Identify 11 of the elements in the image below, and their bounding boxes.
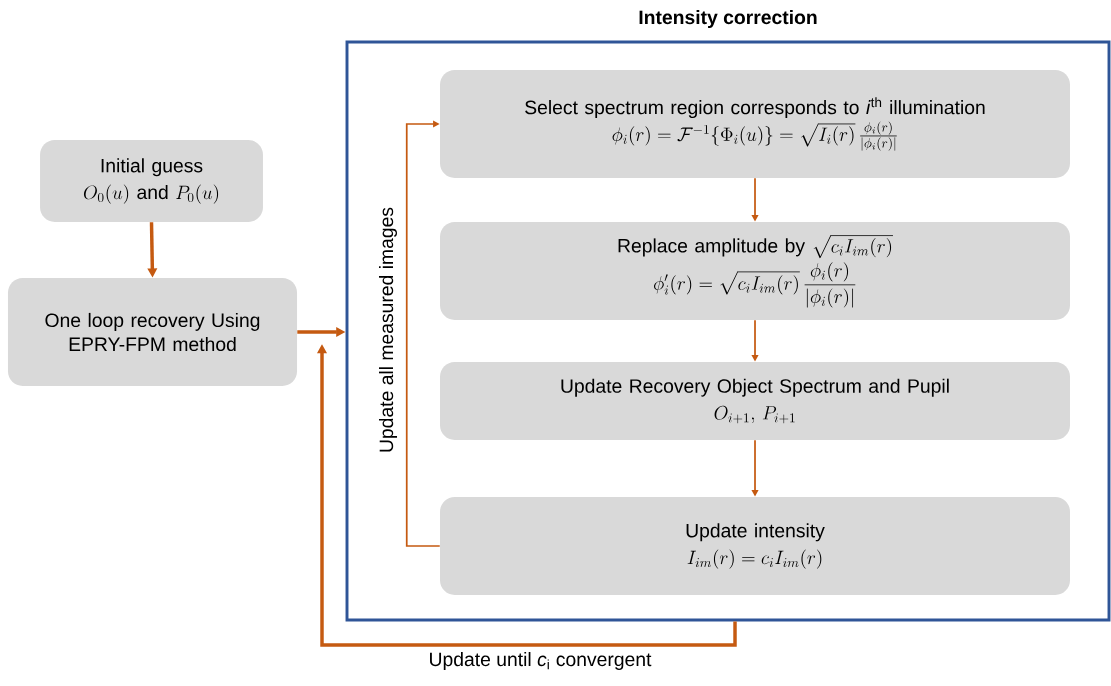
arrow: [405, 120, 441, 547]
process-box: Replace amplitude by $\sqrt{c_i I_{im}(r)}$ $\phi'_i(r) = \sqrt{c_i I_{im}(r)}\,\frac{\phi_i(r)}{|\phi_i(r)|}$: [440, 222, 1070, 320]
process-box: Initial guess $O_0(u) \text{ and } P_0(u)$: [40, 140, 263, 222]
edge-label: Update until c$_{i}$ convergent: [427, 650, 653, 672]
process-box: One loop recovery Using EPRY-FPM method: [7, 278, 298, 386]
process-box: Update Recovery Object Spectrum and Pupil $O_{i+1},\, P_{i+1}$: [440, 362, 1070, 440]
process-box: Select spectrum region corresponds to i$^{th}$ illumination $\phi_i(r) = \mathcal{F}^{-1}\{\Phi_i(u)\} = \sqrt{I_i(r)}\,\frac{\phi_i(r)}{|\phi_i(r)|}$: [440, 70, 1070, 178]
process-box: Update intensity $I_{im}(r) = c_i I_{im}(r)$: [440, 497, 1070, 595]
frame-title: Intensity correction: [639, 10, 817, 28]
edge-label: Update all measured images: [377, 205, 399, 455]
frame: [345, 40, 1111, 622]
